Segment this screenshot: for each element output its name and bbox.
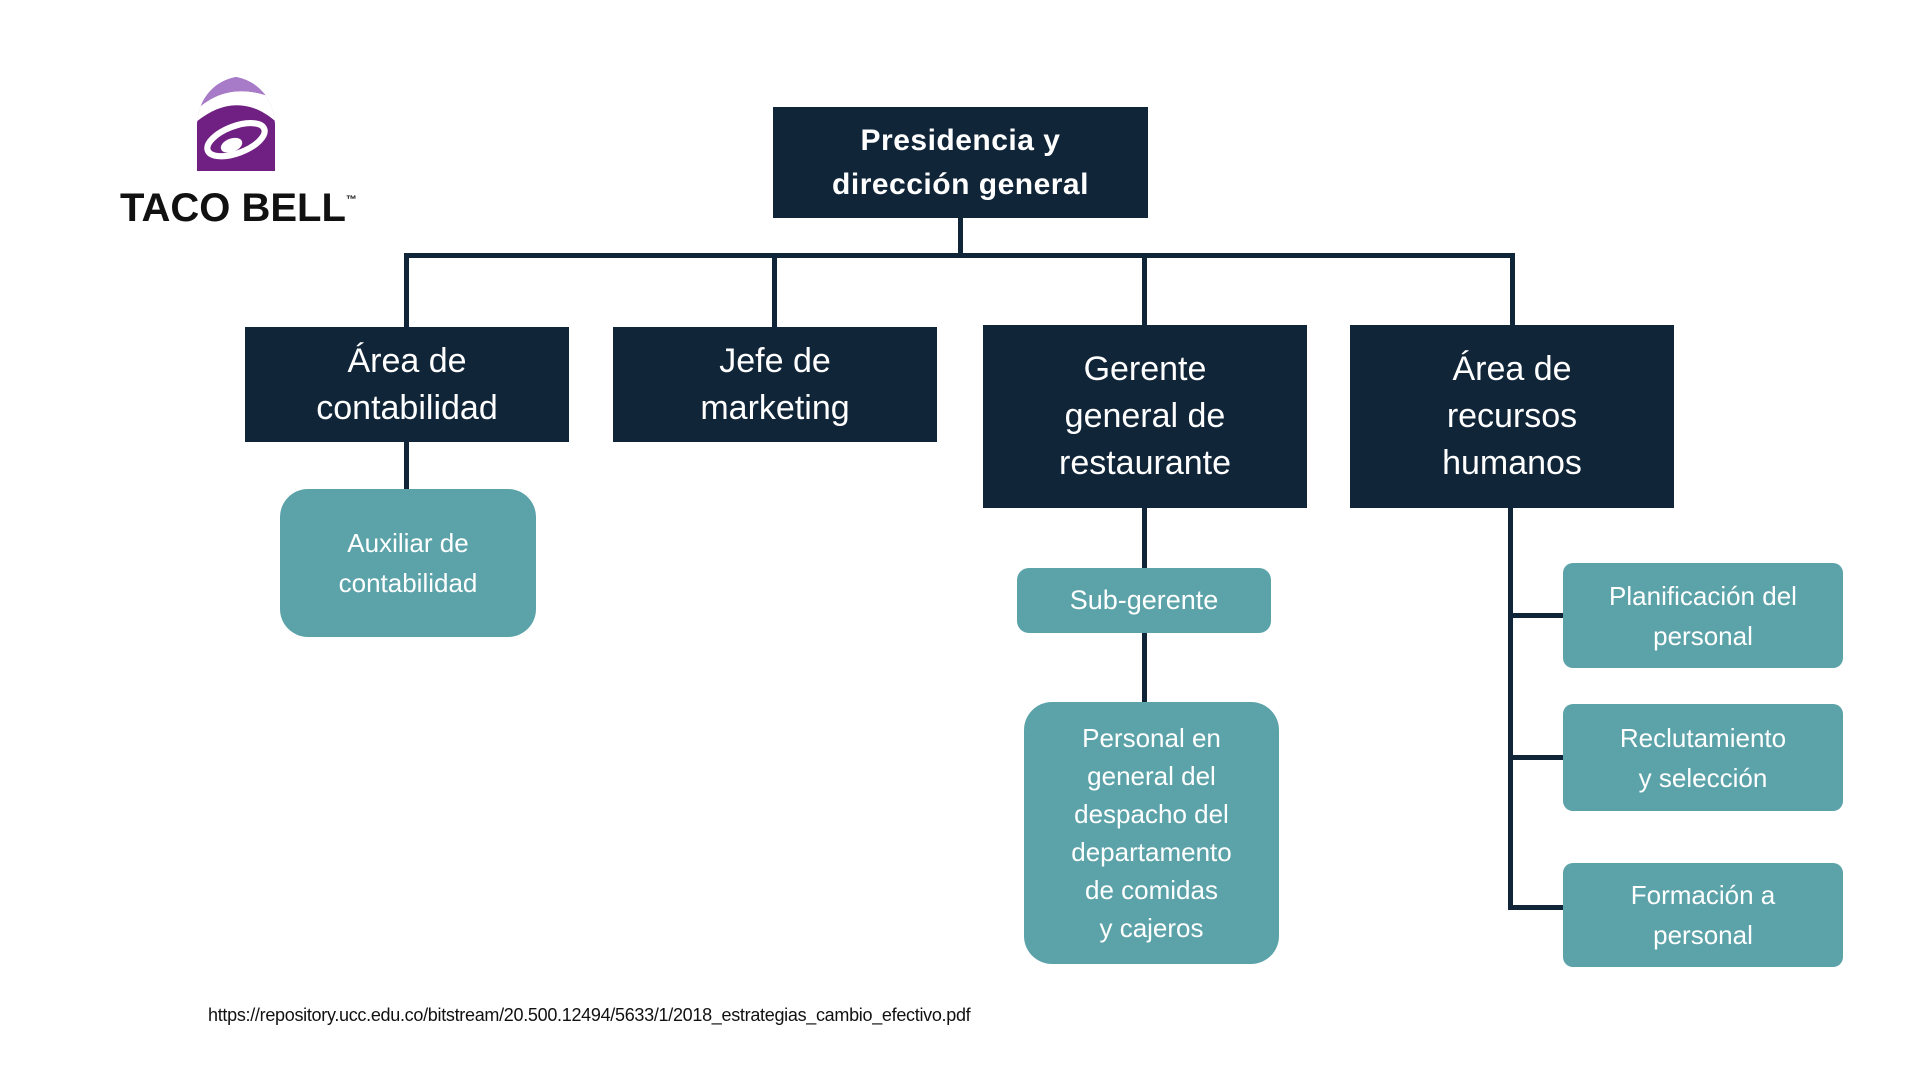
org-node-planificacion-personal: Planificación del personal: [1563, 563, 1843, 668]
org-node-formacion-personal: Formación a personal: [1563, 863, 1843, 967]
org-node-area-contabilidad: Área de contabilidad: [245, 327, 569, 442]
connector-drop-gerente: [1142, 253, 1147, 327]
org-node-reclutamiento-seleccion: Reclutamiento y selección: [1563, 704, 1843, 811]
connector-distribution-line: [404, 253, 1515, 258]
connector-contabilidad-auxiliar: [404, 442, 409, 489]
connector-rrhh-stem: [1508, 508, 1513, 910]
connector-branch-formacion: [1508, 905, 1563, 910]
taco-bell-wordmark: TACO BELL™: [120, 186, 357, 231]
connector-drop-marketing: [772, 253, 777, 329]
org-node-jefe-marketing: Jefe de marketing: [613, 327, 937, 442]
brand-name: TACO BELL: [120, 186, 346, 230]
connector-gerente-subgerente: [1142, 508, 1147, 568]
connector-drop-contabilidad: [404, 253, 409, 329]
org-node-presidencia: Presidencia y dirección general: [773, 107, 1148, 218]
connector-drop-rrhh: [1510, 253, 1515, 327]
org-node-recursos-humanos: Área de recursos humanos: [1350, 325, 1674, 508]
connector-branch-reclutamiento: [1508, 755, 1563, 760]
org-node-sub-gerente: Sub-gerente: [1017, 568, 1271, 633]
connector-root-stem: [958, 218, 963, 256]
org-node-personal-general: Personal en general del despacho del dep…: [1024, 702, 1279, 964]
taco-bell-logo: TACO BELL™: [120, 68, 357, 231]
trademark-symbol: ™: [345, 194, 357, 206]
source-url: https://repository.ucc.edu.co/bitstream/…: [208, 1005, 971, 1025]
connector-subgerente-personal: [1142, 633, 1147, 702]
org-node-gerente-general: Gerente general de restaurante: [983, 325, 1307, 508]
taco-bell-bell-icon: [196, 76, 276, 172]
connector-branch-planificacion: [1508, 613, 1563, 618]
org-node-auxiliar-contabilidad: Auxiliar de contabilidad: [280, 489, 536, 637]
